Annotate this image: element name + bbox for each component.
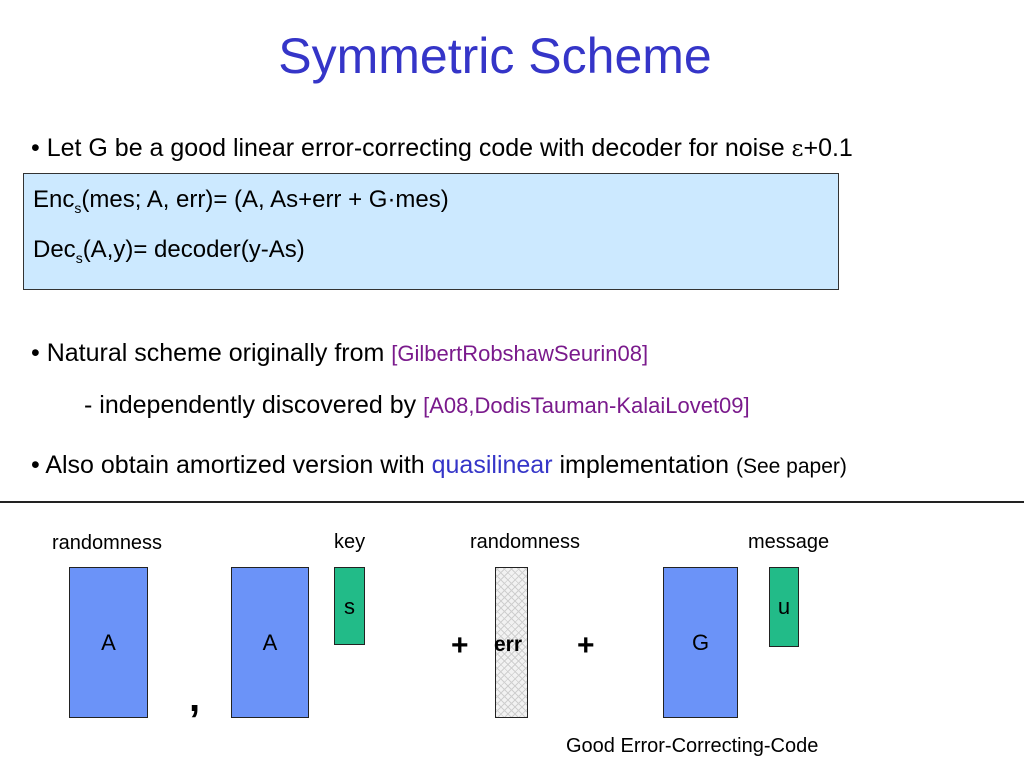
bullet-natural-text: • Natural scheme originally from bbox=[31, 339, 392, 367]
enc-equation: Encs(mes; A, err)= (A, As+err + G·mes) bbox=[33, 185, 449, 215]
bullet-amortized-rest: implementation bbox=[552, 451, 736, 479]
epsilon-symbol: ε bbox=[791, 136, 804, 162]
sub-bullet-text: - independently discovered by bbox=[84, 391, 424, 419]
matrix-a-label-1: A bbox=[101, 629, 116, 655]
enc-rest: (mes; A, err)= (A, As+err + G·mes) bbox=[81, 186, 449, 213]
sub-bullet-independent: - independently discovered by [A08,Dodis… bbox=[84, 390, 750, 421]
dec-equation: Decs(A,y)= decoder(y-As) bbox=[33, 235, 305, 265]
code-caption: Good Error-Correcting-Code bbox=[566, 735, 819, 757]
label-randomness-1: randomness bbox=[52, 532, 163, 554]
bullet-code-definition: • Let G be a good linear error-correctin… bbox=[31, 133, 853, 164]
matrix-a-label-2: A bbox=[262, 629, 278, 655]
error-vector-label: err bbox=[494, 633, 523, 656]
label-randomness-2: randomness bbox=[470, 531, 581, 553]
dec-prefix: Dec bbox=[33, 236, 76, 263]
matrix-a-block-2: A bbox=[231, 567, 309, 718]
key-s-block: s bbox=[334, 567, 365, 645]
equation-box: Encs(mes; A, err)= (A, As+err + G·mes) D… bbox=[23, 173, 839, 290]
comma-separator: , bbox=[189, 676, 201, 720]
message-u-label: u bbox=[777, 594, 791, 619]
noise-suffix: +0.1 bbox=[803, 134, 853, 162]
generator-g-label: G bbox=[691, 629, 710, 655]
citation-dodis: [A08,DodisTauman-KalaiLovet09] bbox=[423, 393, 750, 418]
slide-title: Symmetric Scheme bbox=[278, 28, 712, 84]
quasilinear-word: quasilinear bbox=[431, 451, 553, 479]
bullet-amortized-text: • Also obtain amortized version with bbox=[31, 451, 432, 479]
label-message: message bbox=[748, 531, 830, 553]
dec-subscript: s bbox=[75, 250, 83, 266]
plus-sign-1: + bbox=[451, 629, 469, 662]
key-s-label: s bbox=[344, 594, 355, 619]
plus-sign-2: + bbox=[577, 629, 595, 662]
error-vector-block bbox=[495, 567, 528, 718]
generator-g-block: G bbox=[663, 567, 738, 718]
citation-gilbert: [GilbertRobshawSeurin08] bbox=[391, 341, 649, 366]
bullet-code-text: • Let G be a good linear error-correctin… bbox=[31, 134, 792, 162]
see-paper-note: (See paper) bbox=[735, 455, 847, 478]
matrix-a-block-1: A bbox=[69, 567, 148, 718]
message-u-block: u bbox=[769, 567, 799, 647]
dec-rest: (A,y)= decoder(y-As) bbox=[82, 236, 305, 263]
label-key: key bbox=[334, 531, 366, 553]
enc-prefix: Enc bbox=[33, 186, 75, 213]
section-divider bbox=[0, 501, 1024, 503]
enc-subscript: s bbox=[74, 200, 82, 216]
bullet-amortized: • Also obtain amortized version with qua… bbox=[31, 450, 847, 482]
bullet-natural-scheme: • Natural scheme originally from [Gilber… bbox=[31, 338, 648, 369]
